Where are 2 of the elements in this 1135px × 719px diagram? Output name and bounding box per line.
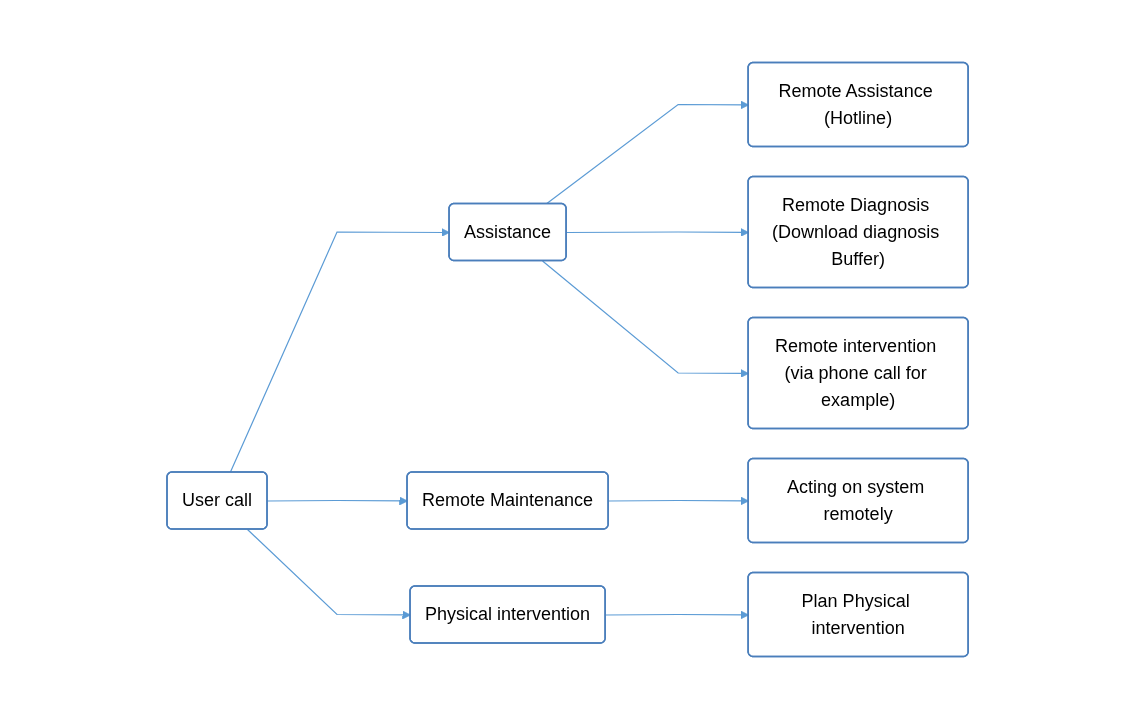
arrow — [545, 100, 749, 205]
arrow — [541, 260, 749, 378]
